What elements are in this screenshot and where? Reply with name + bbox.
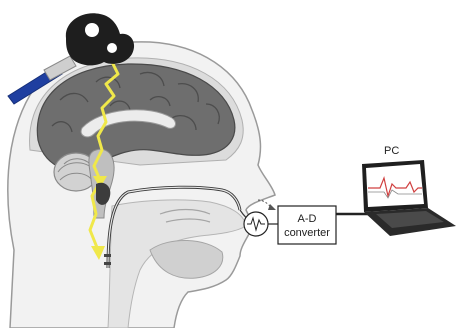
converter-label-line2: converter bbox=[284, 227, 330, 239]
amplifier-waveform-icon bbox=[244, 212, 268, 236]
converter-label-line1: A-D bbox=[298, 213, 317, 225]
pc-label: PC bbox=[384, 145, 399, 157]
laptop-icon bbox=[362, 160, 456, 236]
